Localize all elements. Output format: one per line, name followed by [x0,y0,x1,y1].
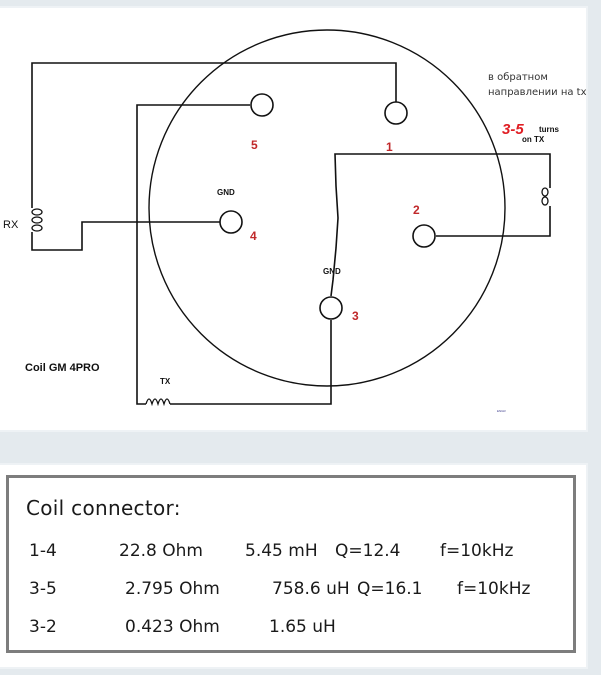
tx-label: TX [160,377,171,386]
measurements-panel: Coil connector: 1-4 22.8 Ohm 5.45 mH Q=1… [0,465,586,667]
wiring-diagram-panel: RX TX 5 1 2 4 3 GND GND в обратном нап [0,8,586,430]
wire-pin3-turns [330,153,551,297]
row-inductance: 758.6 uH [272,579,350,599]
turns-sub-label: on TX [522,135,545,144]
turns-value: 3-5 [502,121,524,138]
pin-2-number: 2 [413,203,420,217]
row-pins: 1-4 [29,541,57,561]
row-inductance: 5.45 mH [245,541,318,561]
wire-tx-pin3 [170,320,332,405]
row-frequency: f=10kHz [457,579,531,599]
row-frequency: f=10kHz [440,541,514,561]
wire-pin5-tx [136,104,250,405]
row-q: Q=16.1 [357,579,423,599]
row-pins: 3-5 [29,579,57,599]
measurements-title: Coil connector: [26,496,181,520]
pin-3 [319,296,343,320]
rx-coil-icon [31,208,43,232]
connector-outline [148,29,506,387]
coil-title: Coil GM 4PRO [25,362,100,374]
row-q: Q=12.4 [335,541,401,561]
row-resistance: 0.423 Ohm [125,617,220,637]
rx-label: RX [3,219,19,231]
pin-1-number: 1 [386,140,393,154]
wire-rx-pin4 [31,221,222,251]
row-pins: 3-2 [29,617,57,637]
wire-turns-pin2 [436,206,551,237]
pin-5 [250,93,274,117]
pin-3-number: 3 [352,309,359,323]
pin-2 [412,224,436,248]
tx-coil-icon [145,398,171,407]
turns-coil-icon [541,187,549,206]
wiring-diagram: RX TX 5 1 2 4 3 GND GND в обратном нап [3,29,586,413]
pin-4-number: 4 [250,229,257,243]
pin-4 [219,210,243,234]
pin-1 [384,101,408,125]
measurements-box: Coil connector: 1-4 22.8 Ohm 5.45 mH Q=1… [6,475,576,653]
direction-note-line2: направлении на tx [488,87,586,98]
row-resistance: 22.8 Ohm [119,541,203,561]
direction-note-line1: в обратном [488,72,548,83]
pin-4-gnd-label: GND [217,188,235,197]
pin-3-gnd-label: GND [323,267,341,276]
row-resistance: 2.795 Ohm [125,579,220,599]
turns-label: turns [539,125,560,134]
pin-5-number: 5 [251,138,258,152]
stamp: ENGR [497,409,507,413]
wire-pin1-rx [31,62,397,208]
row-inductance: 1.65 uH [269,617,336,637]
